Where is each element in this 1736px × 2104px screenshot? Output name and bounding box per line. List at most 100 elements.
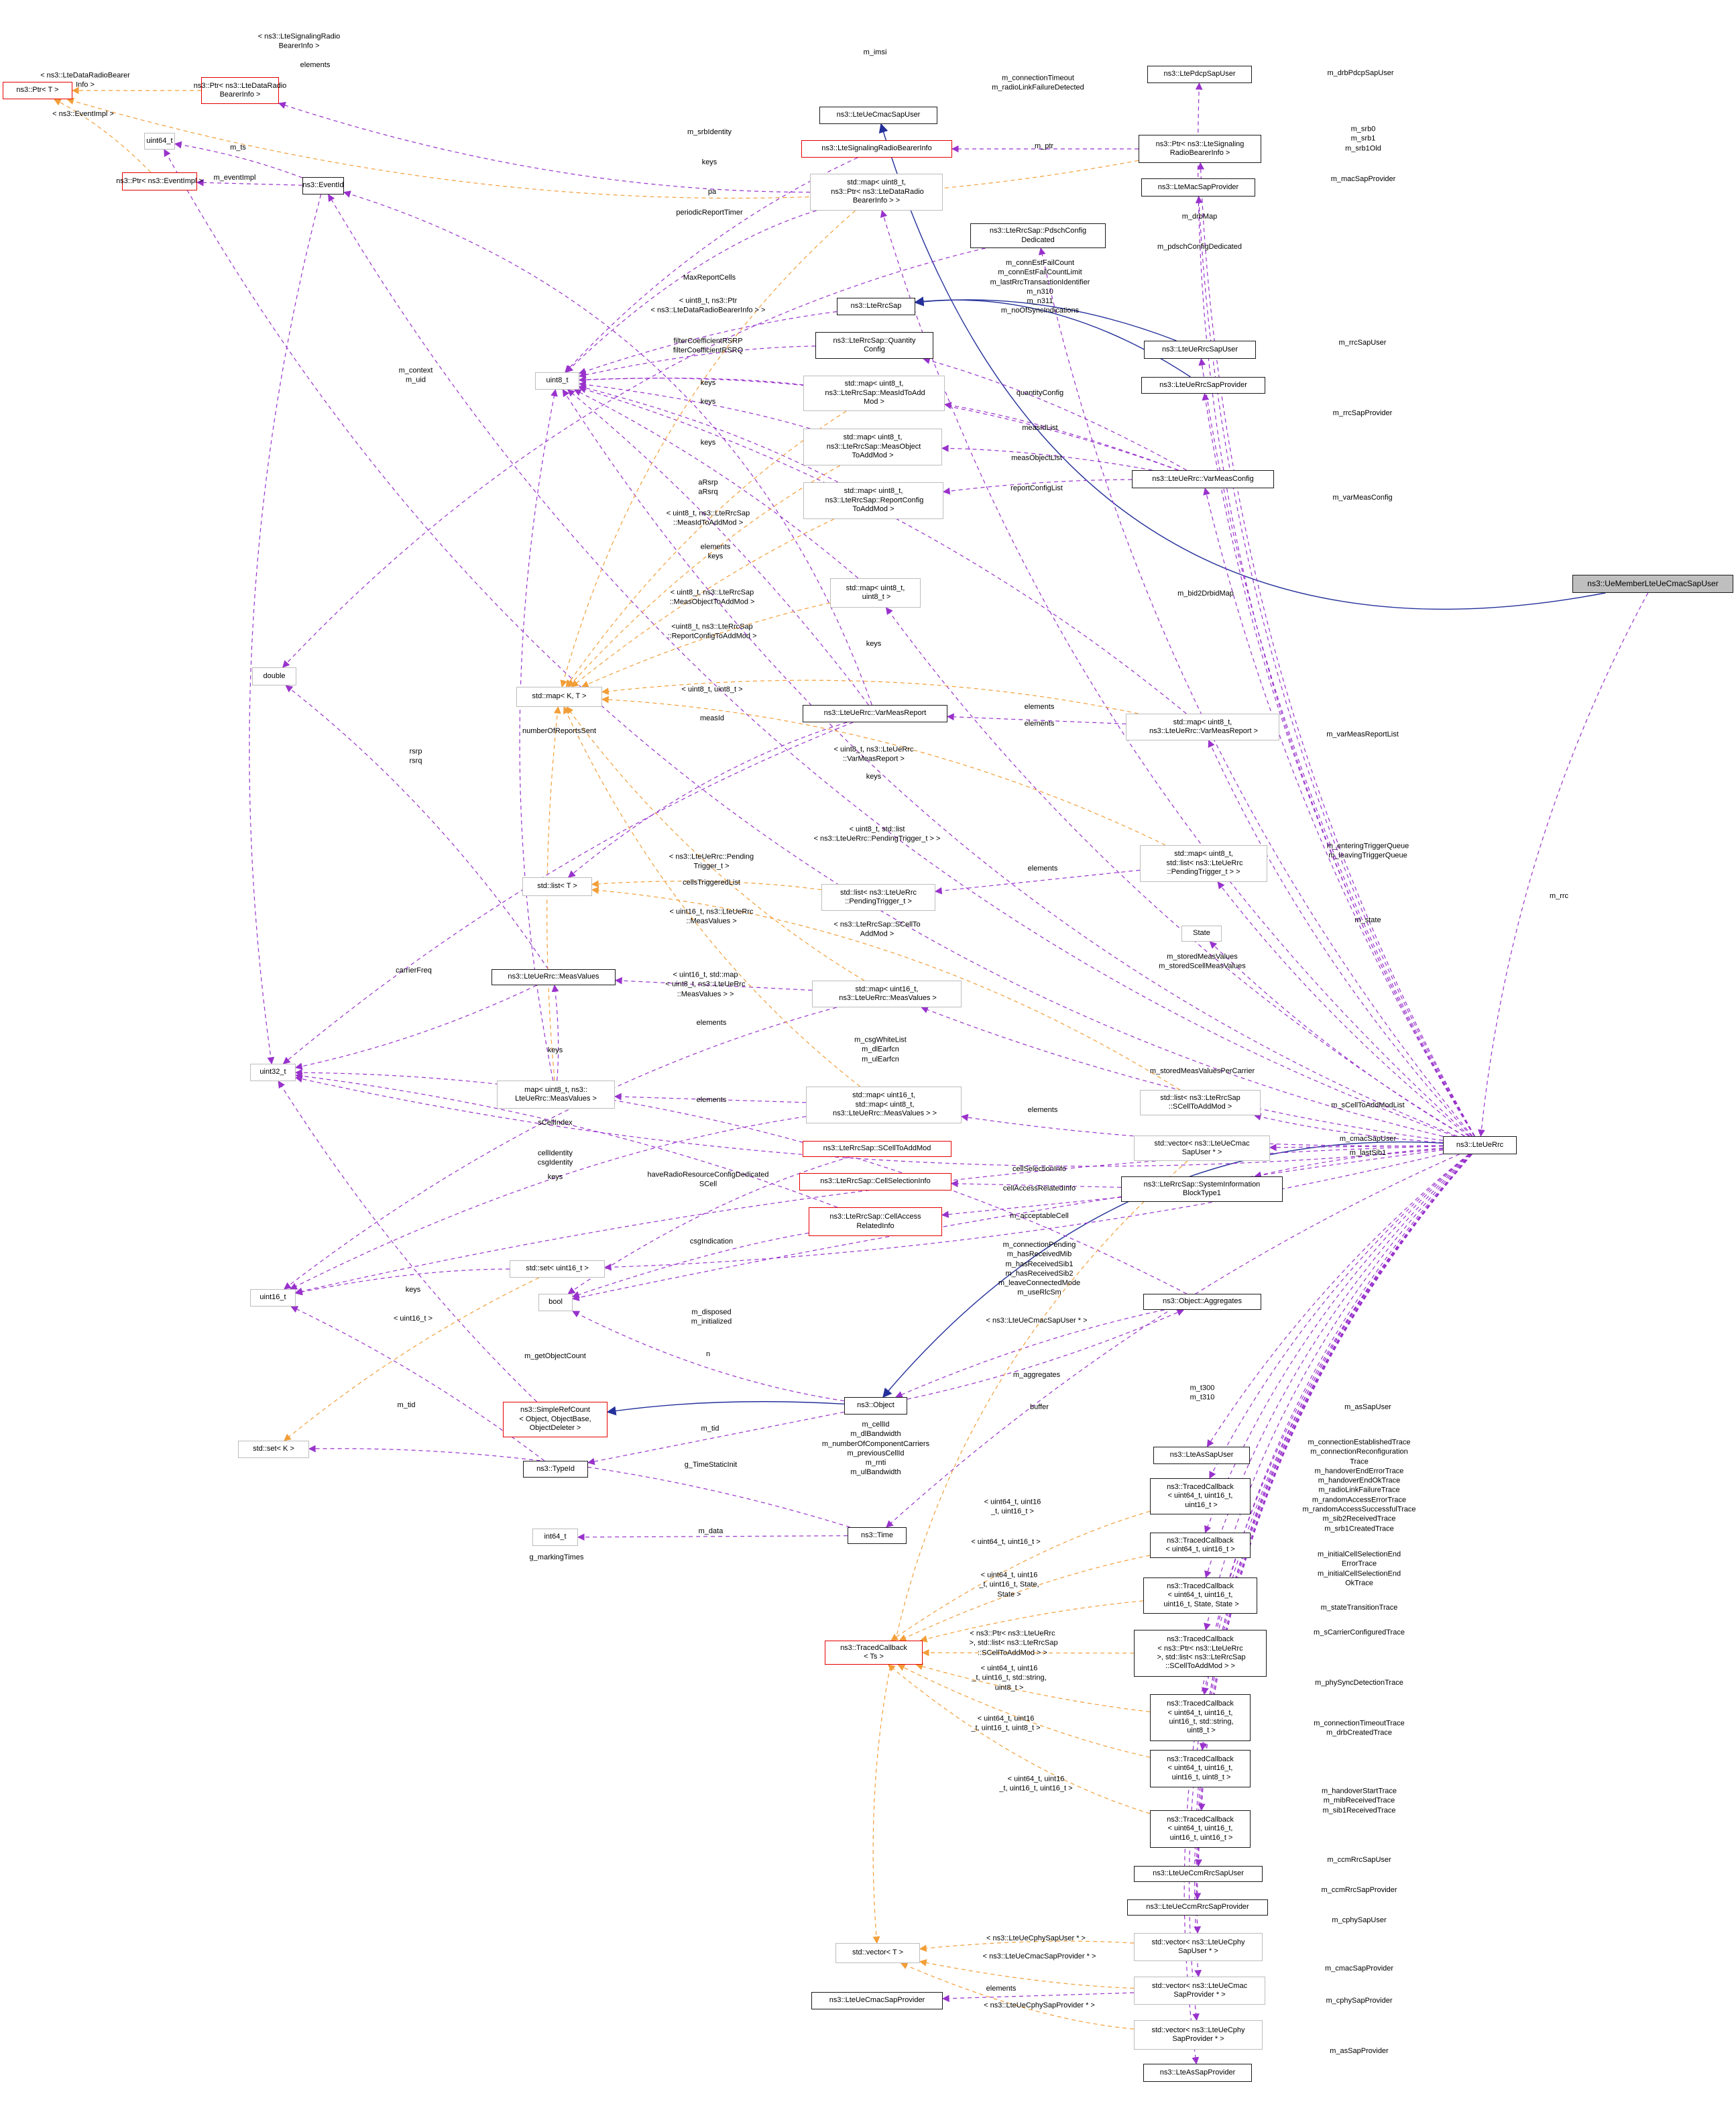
class-node-mapMeasId[interactable]: std::map< uint8_t, ns3::LteRrcSap::MeasI… — [803, 376, 945, 411]
edge-lteUeRrc-to-uint64 — [164, 149, 1444, 1137]
class-node-mapU8MV[interactable]: map< uint8_t, ns3:: LteUeRrc::MeasValues… — [497, 1081, 615, 1109]
edge-lteUeRrc-to-sib1 — [1254, 1148, 1444, 1178]
class-node-mapMeasVals[interactable]: std::map< uint16_t, ns3::LteUeRrc::MeasV… — [812, 981, 962, 1007]
edge-vecCphyU-to-vecT — [919, 1940, 1135, 1952]
edge-mapDrb-to-ptrDataRadio — [278, 101, 811, 193]
edge-varMeasReport-to-eventId — [343, 190, 872, 706]
class-node-asSapUser[interactable]: ns3::LteAsSapUser — [1153, 1447, 1250, 1464]
class-node-setU16[interactable]: std::set< uint16_t > — [510, 1260, 605, 1278]
class-node-tc7[interactable]: ns3::TracedCallback < uint64_t, uint16_t… — [1150, 1810, 1251, 1848]
edge-cellAccess-to-uint32 — [294, 1072, 838, 1208]
class-node-cellAccess[interactable]: ns3::LteRrcSap::CellAccess RelatedInfo — [809, 1207, 942, 1236]
edge-lteUeRrc-to-vecCphyU — [1194, 1154, 1472, 1934]
class-node-int64[interactable]: int64_t — [532, 1529, 578, 1546]
edge-lteUeRrc-to-uint32 — [294, 1075, 1444, 1167]
edge-varMeasReport-to-uint32 — [282, 722, 854, 1064]
edge-eventId-to-uint64 — [174, 141, 303, 178]
class-node-ptrEventImpl[interactable]: ns3::Ptr< ns3::EventImpl > — [116, 172, 203, 190]
class-node-vecCmacSU[interactable]: std::vector< ns3::LteUeCmac SapUser * > — [1134, 1136, 1270, 1161]
class-node-aggregates[interactable]: ns3::Object::Aggregates — [1143, 1294, 1261, 1310]
edge-sib1-to-cellSel — [950, 1180, 1122, 1188]
class-node-tc3[interactable]: ns3::TracedCallback < uint64_t, uint16_t… — [1143, 1577, 1257, 1614]
class-node-tc6[interactable]: ns3::TracedCallback < uint64_t, uint16_t… — [1150, 1750, 1251, 1787]
edge-timeN-to-int64 — [577, 1533, 848, 1541]
class-node-listT[interactable]: std::list< T > — [522, 877, 592, 896]
class-node-asSapProv[interactable]: ns3::LteAsSapProvider — [1143, 2064, 1252, 2082]
class-node-ccmP[interactable]: ns3::LteUeCcmRrcSapProvider — [1127, 1899, 1268, 1916]
edge-varMeasConfig-to-mapMeasId — [943, 402, 1179, 471]
class-node-uint64[interactable]: uint64_t — [144, 133, 175, 150]
class-node-boolN[interactable]: bool — [538, 1294, 573, 1311]
class-node-mapMeasObj[interactable]: std::map< uint8_t, ns3::LteRrcSap::MeasO… — [803, 429, 942, 465]
class-node-ptrSigRadio[interactable]: ns3::Ptr< ns3::LteSignaling RadioBearerI… — [1139, 135, 1261, 163]
class-node-qcfg[interactable]: ns3::LteRrcSap::Quantity Config — [815, 332, 933, 359]
class-node-ueRrcSapUser[interactable]: ns3::LteUeRrcSapUser — [1144, 341, 1256, 359]
edge-typeId-to-uint16 — [290, 1306, 545, 1461]
class-node-varMeasReport[interactable]: ns3::LteUeRrc::VarMeasReport — [803, 705, 947, 722]
class-node-vecCphyU[interactable]: std::vector< ns3::LteUeCphy SapUser * > — [1134, 1933, 1263, 1961]
class-node-uint32[interactable]: uint32_t — [250, 1064, 296, 1081]
edge-measValues-to-uint32 — [294, 985, 537, 1070]
class-node-mapPending[interactable]: std::map< uint8_t, std::list< ns3::LteUe… — [1140, 845, 1267, 882]
class-node-mapReportCfg[interactable]: std::map< uint8_t, ns3::LteRrcSap::Repor… — [803, 482, 943, 519]
class-node-simpleRef[interactable]: ns3::SimpleRefCount < Object, ObjectBase… — [503, 1402, 607, 1437]
class-node-sigRBI[interactable]: ns3::LteSignalingRadioBearerInfo — [801, 140, 952, 158]
edge-lteUeRrc-to-ueRrcSapUser — [1198, 357, 1475, 1137]
class-node-lteUeRrc[interactable]: ns3::LteUeRrc — [1443, 1136, 1517, 1154]
class-node-listSCell[interactable]: std::list< ns3::LteRrcSap ::SCellToAddMo… — [1140, 1090, 1261, 1115]
edge-mapMeasVals-to-uint16 — [284, 1007, 837, 1290]
edge-lteUeRrc-to-listSCell — [1253, 1113, 1444, 1144]
class-node-pdsch[interactable]: ns3::LteRrcSap::PdschConfig Dedicated — [970, 223, 1106, 248]
class-node-sib1[interactable]: ns3::LteRrcSap::SystemInformation BlockT… — [1121, 1176, 1283, 1202]
class-node-vecT[interactable]: std::vector< T > — [835, 1943, 920, 1963]
class-node-stateBox[interactable]: State — [1181, 926, 1222, 942]
class-node-typeId[interactable]: ns3::TypeId — [523, 1461, 588, 1478]
class-node-varMeasConfig[interactable]: ns3::LteUeRrc::VarMeasConfig — [1132, 470, 1274, 488]
class-node-vecCmacP[interactable]: std::vector< ns3::LteUeCmac SapProvider … — [1134, 1977, 1265, 2005]
edge-objectN-to-boolN — [572, 1311, 845, 1402]
class-node-timeN[interactable]: ns3::Time — [848, 1527, 907, 1544]
class-node-cmacSapUser[interactable]: ns3::LteUeCmacSapUser — [819, 107, 937, 124]
class-node-vecCphyP[interactable]: std::vector< ns3::LteUeCphy SapProvider … — [1134, 2020, 1263, 2050]
edge-lteUeRrc-to-mapVMR — [1208, 740, 1472, 1137]
class-node-uint16[interactable]: uint16_t — [250, 1289, 296, 1307]
class-node-mapU8U8[interactable]: std::map< uint8_t, uint8_t > — [830, 578, 921, 608]
edge-varMeasConfig-to-mapMeasObj — [941, 445, 1153, 471]
edge-varMeasReport-to-uint8 — [567, 389, 869, 706]
class-node-ptrDataRadio[interactable]: ns3::Ptr< ns3::LteDataRadio BearerInfo > — [194, 77, 286, 104]
edge-varMeasConfig-to-qcfg — [923, 357, 1187, 471]
class-node-tc4[interactable]: ns3::TracedCallback < ns3::Ptr< ns3::Lte… — [1134, 1630, 1267, 1677]
class-node-tc1[interactable]: ns3::TracedCallback < uint64_t, uint16_t… — [1150, 1478, 1251, 1514]
class-node-ccmU[interactable]: ns3::LteUeCcmRrcSapUser — [1134, 1866, 1263, 1882]
edge-vecCmacP-to-cmacProv — [941, 1992, 1135, 2002]
class-node-pdcpSapUser[interactable]: ns3::LtePdcpSapUser — [1147, 66, 1252, 83]
class-node-ueRrcSapProv[interactable]: ns3::LteUeRrcSapProvider — [1141, 377, 1265, 394]
class-node-scellAdd[interactable]: ns3::LteRrcSap::SCellToAddMod — [803, 1141, 951, 1157]
class-node-dbl[interactable]: double — [252, 667, 296, 685]
class-node-setK[interactable]: std::set< K > — [238, 1441, 309, 1458]
edge-mapMeasId-to-uint8 — [578, 376, 804, 386]
class-node-ueMember[interactable]: ns3::UeMemberLteUeCmacSapUser — [1572, 575, 1733, 593]
class-node-cmacProv[interactable]: ns3::LteUeCmacSapProvider — [811, 1992, 943, 2009]
class-node-cellSel[interactable]: ns3::LteRrcSap::CellSelectionInfo — [799, 1173, 951, 1191]
edge-sigRBI-to-uint8 — [565, 157, 858, 373]
class-node-objectN[interactable]: ns3::Object — [844, 1397, 907, 1415]
edge-lteUeRrc-to-mapMeasVals — [921, 1006, 1444, 1141]
edge-mapVMR-to-varMeasReport — [946, 713, 1126, 724]
edge-mapMapMeas-to-uint16 — [290, 1116, 807, 1290]
class-node-eventId[interactable]: ns3::EventId — [302, 177, 344, 195]
class-node-mapDrb[interactable]: std::map< uint8_t, ns3::Ptr< ns3::LteDat… — [810, 174, 943, 211]
class-node-lteRrcSap[interactable]: ns3::LteRrcSap — [837, 298, 915, 315]
edge-ptrEventImpl-to-ptrT — [53, 99, 152, 173]
class-node-tc2[interactable]: ns3::TracedCallback < uint64_t, uint16_t… — [1150, 1533, 1251, 1558]
class-node-tc5[interactable]: ns3::TracedCallback < uint64_t, uint16_t… — [1150, 1694, 1251, 1741]
class-node-tcTs[interactable]: ns3::TracedCallback < Ts > — [825, 1641, 923, 1665]
class-node-mapVMR[interactable]: std::map< uint8_t, ns3::LteUeRrc::VarMea… — [1126, 714, 1279, 740]
class-node-mapKT[interactable]: std::map< K, T > — [516, 687, 602, 707]
class-node-measValues[interactable]: ns3::LteUeRrc::MeasValues — [491, 969, 616, 985]
class-node-uint8[interactable]: uint8_t — [535, 372, 579, 390]
class-node-macSapProv[interactable]: ns3::LteMacSapProvider — [1141, 178, 1255, 197]
class-node-listPending[interactable]: std::list< ns3::LteUeRrc ::PendingTrigge… — [821, 884, 935, 911]
class-node-mapMapMeas[interactable]: std::map< uint16_t, std::map< uint8_t, n… — [806, 1087, 962, 1123]
class-node-ptrT[interactable]: ns3::Ptr< T > — [3, 82, 72, 99]
